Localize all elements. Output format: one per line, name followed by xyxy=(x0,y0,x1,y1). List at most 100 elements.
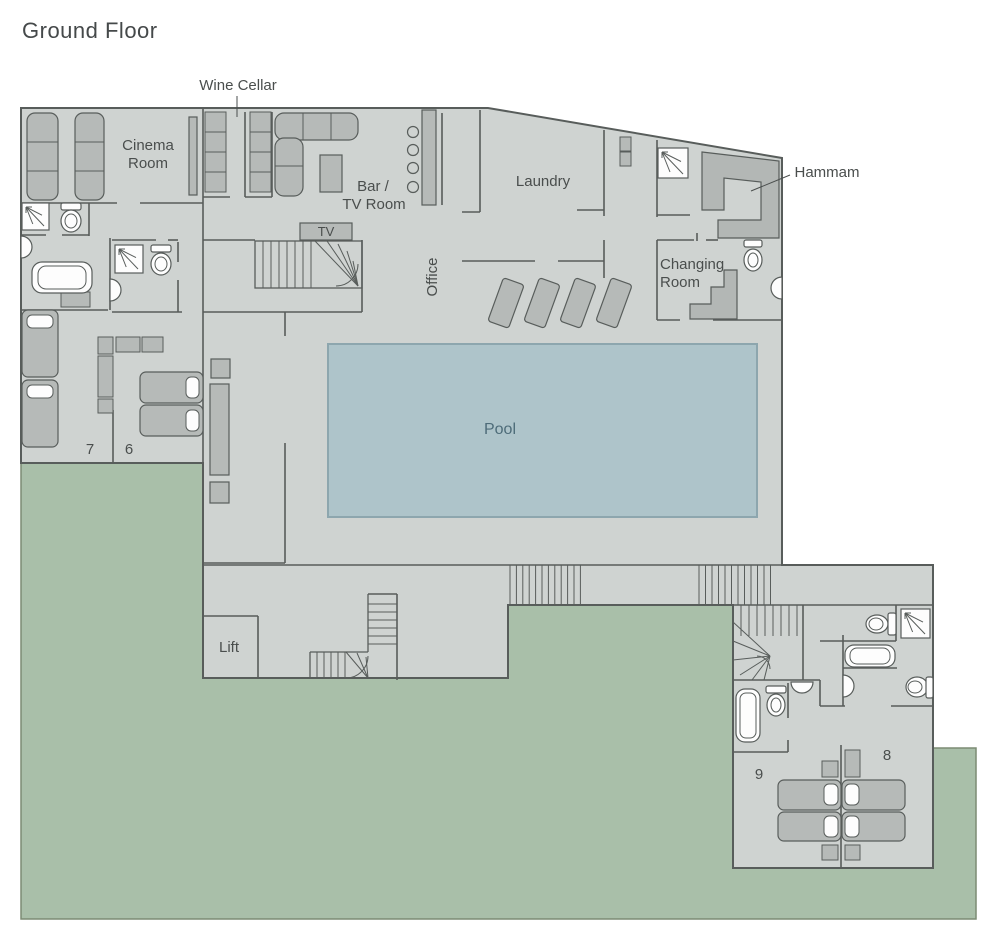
toilet-tank xyxy=(150,244,172,253)
sun-lounger xyxy=(596,277,632,329)
pillow xyxy=(26,384,54,399)
label-cinema-room-1: Cinema xyxy=(122,137,174,154)
shower-arrow-icon xyxy=(25,206,45,227)
tv-unit xyxy=(299,222,353,241)
winder-tread xyxy=(763,655,771,681)
staircase-tread xyxy=(356,652,369,679)
label-wine-cellar: Wine Cellar xyxy=(199,77,277,94)
shower-arrow-icon xyxy=(661,151,671,173)
shower-arrow-icon xyxy=(904,612,914,633)
toilet-tank xyxy=(765,685,787,694)
bathtub xyxy=(735,688,761,743)
pool xyxy=(327,343,758,518)
hammam-pointer xyxy=(750,174,791,192)
bar-stool xyxy=(406,143,420,157)
label-hammam: Hammam xyxy=(794,164,859,181)
toilet-bowl xyxy=(150,252,172,276)
corridor-bench xyxy=(209,481,230,504)
winder-tread xyxy=(732,640,771,657)
toilet-bowl xyxy=(743,248,763,272)
wardrobe xyxy=(115,336,141,353)
changing-room-steps xyxy=(689,269,738,320)
toilet-bowl-inner xyxy=(868,617,884,631)
label-bar-tv-1: Bar / xyxy=(357,178,390,195)
toilet-bowl-inner xyxy=(770,697,782,713)
shower-arrow-icon xyxy=(25,206,34,225)
sink xyxy=(109,278,122,302)
wine-rack-cell xyxy=(204,111,227,133)
winder-tread xyxy=(732,655,771,661)
staircase-tread xyxy=(337,243,359,287)
staircase-tread xyxy=(365,656,369,679)
bar-sofa xyxy=(274,137,304,197)
wardrobe xyxy=(97,398,114,414)
cinema-sofa xyxy=(26,112,59,201)
sink xyxy=(20,235,33,259)
wine-rack-cell xyxy=(249,151,272,173)
shower-arrow-icon xyxy=(661,151,684,175)
label-office: Office xyxy=(424,258,441,297)
label-lift: Lift xyxy=(219,639,240,656)
toilet-tank xyxy=(60,202,82,211)
sun-lounger xyxy=(524,277,560,329)
wine-rack-cell xyxy=(204,131,227,153)
cinema-sofa xyxy=(74,112,105,201)
winder-tread xyxy=(732,621,771,657)
corridor-bench xyxy=(210,358,231,379)
sun-lounger xyxy=(488,277,524,329)
label-laundry: Laundry xyxy=(516,173,571,190)
toilet-tank xyxy=(887,612,897,636)
wine-rack-cell xyxy=(204,171,227,193)
toilet-bowl xyxy=(905,676,929,698)
laundry-unit xyxy=(619,151,632,167)
toilet-bowl-inner xyxy=(907,680,923,694)
pillow xyxy=(185,376,200,399)
toilet-bowl xyxy=(60,209,82,233)
side-table xyxy=(60,291,91,308)
label-room-8: 8 xyxy=(883,747,891,764)
bathtub xyxy=(31,261,93,294)
sun-lounger xyxy=(560,277,596,329)
bar-stool xyxy=(406,180,420,194)
staircase-arc xyxy=(345,655,369,679)
pillow xyxy=(26,314,54,329)
label-tv: TV xyxy=(318,224,335,239)
label-cinema-room-2: Room xyxy=(128,155,168,172)
toilet-bowl xyxy=(766,693,786,717)
label-room-9: 9 xyxy=(755,766,763,783)
pillow xyxy=(844,815,860,838)
toilet-bowl-inner xyxy=(64,213,78,229)
nightstand xyxy=(844,844,861,861)
bathtub-inner xyxy=(849,647,891,665)
coffee-table xyxy=(319,154,343,193)
wine-rack-cell xyxy=(249,111,272,133)
sink xyxy=(790,681,814,694)
shower-arrow-icon xyxy=(118,248,139,270)
pillow xyxy=(185,409,200,432)
wine-rack-cell xyxy=(204,151,227,173)
sink xyxy=(842,674,855,698)
staircase-tread xyxy=(314,240,359,287)
pillow xyxy=(844,783,860,806)
pillow xyxy=(823,815,839,838)
wine-rack-cell xyxy=(249,131,272,153)
wardrobe xyxy=(141,336,164,353)
toilet-bowl-inner xyxy=(747,252,759,268)
label-room-7: 7 xyxy=(86,441,94,458)
nightstand xyxy=(821,760,839,778)
label-bar-tv-2: TV Room xyxy=(342,196,405,213)
shower-arrow-icon xyxy=(904,612,924,623)
staircase-box xyxy=(254,240,363,289)
shower-arrow-icon xyxy=(661,151,682,162)
label-changing-1: Changing xyxy=(660,256,724,273)
laundry-unit xyxy=(619,136,632,152)
nightstand xyxy=(821,844,839,861)
cinema-screen xyxy=(188,116,198,196)
pillow xyxy=(823,783,839,806)
bathtub-inner xyxy=(739,692,757,739)
bar-stool xyxy=(406,161,420,175)
shower-arrow-icon xyxy=(118,248,137,259)
bathtub-inner xyxy=(37,265,87,290)
corridor-bench xyxy=(209,383,230,476)
